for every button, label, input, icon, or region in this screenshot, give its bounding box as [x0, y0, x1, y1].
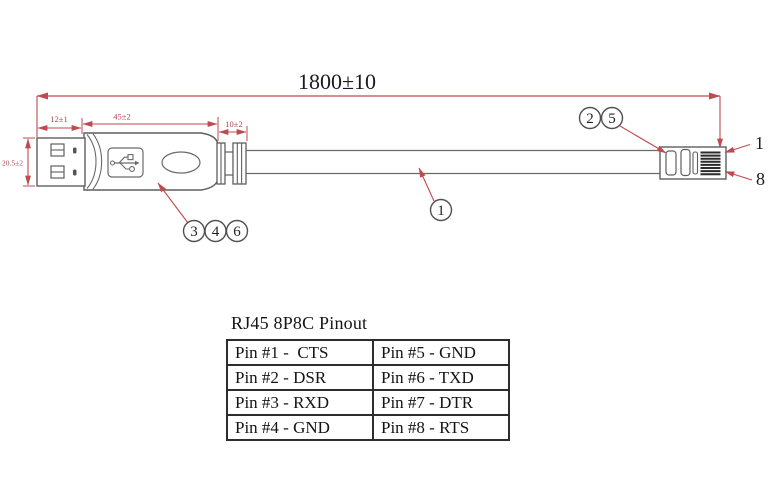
pin-number: 1: [755, 133, 764, 153]
pinout-table: Pin #1 - CTS Pin #5 - GND Pin #2 - DSR P…: [226, 339, 510, 441]
pinout-cell: Pin #8 - RTS: [372, 414, 510, 441]
pinout-cell: Pin #4 - GND: [226, 414, 374, 441]
rj45-pin-contacts: [700, 151, 721, 176]
trident-square-terminal: [127, 154, 134, 161]
cable-dimension-diagram: 1800±10: [2, 69, 765, 243]
trident-lower-branch: [119, 162, 130, 170]
boot-length-label: 10±2: [225, 119, 242, 129]
cable: [246, 149, 660, 175]
table-row: Pin #2 - DSR Pin #6 - TXD: [226, 364, 510, 391]
leader-line: [724, 170, 753, 181]
callout-cable: 1: [418, 167, 453, 222]
rj45-connector: [659, 146, 727, 180]
callout-usb-parts: 3 4 6: [157, 182, 249, 243]
dimension-overall-length: 1800±10: [36, 69, 723, 149]
callout-circle: [578, 106, 602, 130]
usb-logo-badge: [107, 147, 144, 178]
rj45-pin1-label: 1: [724, 133, 764, 154]
rj45-pin8-label: 8: [724, 169, 765, 189]
leader-line: [724, 143, 751, 154]
trident-circle-terminal: [129, 166, 135, 172]
body-length-label: 45±2: [113, 112, 130, 122]
dimension-boot-length: 10±2: [218, 119, 248, 141]
trident-upper-branch: [118, 156, 129, 164]
strain-relief-boot: [216, 142, 247, 185]
pinout-cell: Pin #3 - RXD: [226, 389, 374, 416]
callout-number: 4: [212, 224, 220, 240]
plug-width-label: 12±1: [50, 114, 67, 124]
pinout-cell: Pin #5 - GND: [372, 339, 510, 366]
dimension-usb-body-length: 45±2: [81, 112, 219, 141]
overall-length-label: 1800±10: [298, 69, 376, 94]
usb-collar-arc: [92, 133, 103, 190]
pinout-cell: Pin #6 - TXD: [372, 364, 510, 391]
rj45-latch-window: [665, 150, 677, 176]
rj45-divider-slot: [692, 151, 699, 175]
pinout-cell: Pin #1 - CTS: [226, 339, 374, 366]
usb-overmold-body: [83, 132, 219, 191]
table-row: Pin #3 - RXD Pin #7 - DTR: [226, 389, 510, 416]
callout-circle: [600, 106, 624, 130]
table-row: Pin #4 - GND Pin #8 - RTS: [226, 414, 510, 441]
dimension-usb-plug-width: 12±1: [37, 114, 82, 131]
usb-shell-dimple-bottom: [73, 169, 77, 176]
callout-circle: [429, 198, 453, 222]
trident-arrowhead: [135, 160, 140, 166]
callout-number: 1: [437, 203, 445, 219]
plug-height-label: 20.5±2: [2, 159, 23, 168]
leader-line: [157, 182, 189, 224]
callout-number: 6: [233, 224, 241, 240]
usb-trident-icon: [107, 147, 144, 178]
pinout-cell: Pin #2 - DSR: [226, 364, 374, 391]
table-row: Pin #1 - CTS Pin #5 - GND: [226, 339, 510, 366]
usb-metal-shell: [36, 137, 86, 187]
dimension-plug-height: 20.5±2: [2, 137, 35, 187]
usb-collar-arc: [86, 134, 97, 189]
usb-body-oval-emboss: [161, 151, 201, 174]
rj45-inner-window: [680, 148, 691, 177]
callout-number: 5: [608, 111, 616, 127]
callout-number: 3: [190, 224, 198, 240]
usb-shell-dimple-top: [73, 147, 77, 154]
pinout-title: RJ45 8P8C Pinout: [231, 313, 368, 333]
callout-number: 2: [586, 111, 594, 127]
callout-circle: [225, 219, 249, 243]
pinout-cell: Pin #7 - DTR: [372, 389, 510, 416]
pin-number: 8: [756, 169, 765, 189]
leader-line: [418, 167, 435, 202]
leader-line: [619, 125, 667, 154]
callout-rj45-parts: 2 5: [578, 106, 667, 154]
boot-rib-block: [232, 142, 247, 185]
usb-connector: [36, 132, 219, 191]
